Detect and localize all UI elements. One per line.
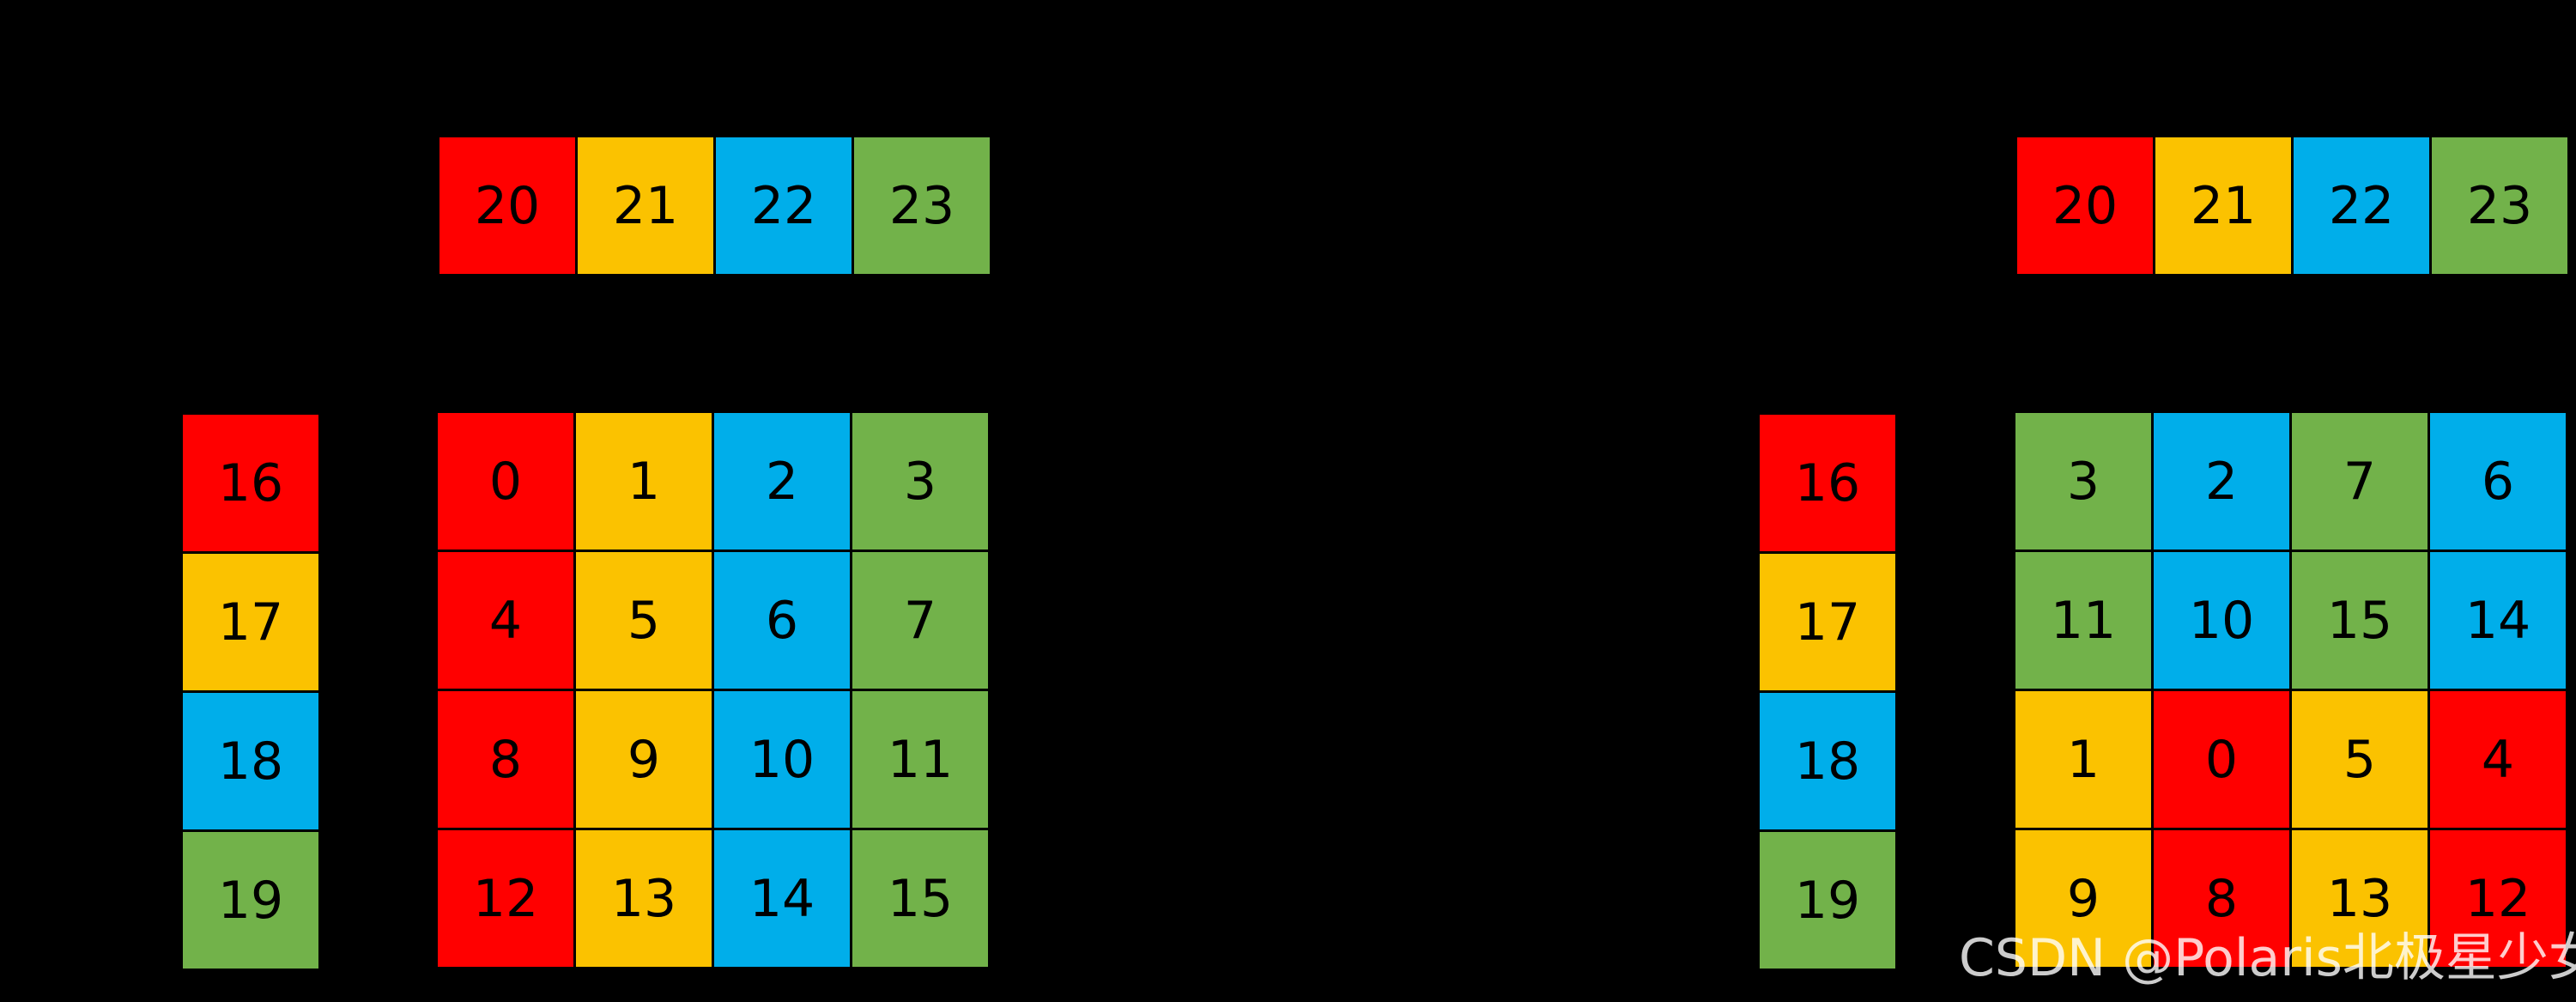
grid-cell: 13 xyxy=(576,830,712,967)
grid-cell: 20 xyxy=(2017,137,2153,274)
grid-cell: 18 xyxy=(1760,693,1895,829)
grid-cell: 2 xyxy=(2154,413,2289,550)
grid-cell: 8 xyxy=(2154,830,2289,967)
grid-cell: 23 xyxy=(2432,137,2567,274)
grid-cell: 17 xyxy=(183,554,318,690)
grid-cell: 4 xyxy=(438,552,573,689)
grid-cell: 12 xyxy=(438,830,573,967)
grid-cell: 20 xyxy=(439,137,575,274)
grid-cell: 7 xyxy=(2292,413,2428,550)
grid-cell: 23 xyxy=(854,137,990,274)
grid-cell: 3 xyxy=(2015,413,2151,550)
grid-cell: 19 xyxy=(183,832,318,969)
grid-cell: 0 xyxy=(438,413,573,550)
grid-cell: 21 xyxy=(578,137,713,274)
grid-cell: 0 xyxy=(2154,691,2289,828)
grid-cell: 19 xyxy=(1760,832,1895,969)
grid-cell: 6 xyxy=(714,552,850,689)
grid-cell: 21 xyxy=(2155,137,2291,274)
grid-cell: 13 xyxy=(2292,830,2428,967)
grid-cell: 18 xyxy=(183,693,318,829)
grid-cell: 6 xyxy=(2430,413,2566,550)
grid-cell: 9 xyxy=(576,691,712,828)
grid-cell: 15 xyxy=(2292,552,2428,689)
grid-cell: 15 xyxy=(852,830,988,967)
grid-cell: 10 xyxy=(2154,552,2289,689)
grid-cell: 11 xyxy=(2015,552,2151,689)
grid-cell: 17 xyxy=(1760,554,1895,690)
grid-cell: 4 xyxy=(2430,691,2566,828)
grid-cell: 10 xyxy=(714,691,850,828)
grid-cell: 5 xyxy=(576,552,712,689)
grid-cell: 7 xyxy=(852,552,988,689)
grid-cell: 1 xyxy=(576,413,712,550)
grid-cell: 12 xyxy=(2430,830,2566,967)
grid-cell: 2 xyxy=(714,413,850,550)
grid-cell: 9 xyxy=(2015,830,2151,967)
grid-cell: 16 xyxy=(183,415,318,551)
grid-cell: 14 xyxy=(2430,552,2566,689)
grid-cell: 5 xyxy=(2292,691,2428,828)
grid-cell: 22 xyxy=(716,137,852,274)
grid-cell: 3 xyxy=(852,413,988,550)
grid-cell: 11 xyxy=(852,691,988,828)
grid-cell: 8 xyxy=(438,691,573,828)
grid-cell: 22 xyxy=(2294,137,2429,274)
grid-cell: 16 xyxy=(1760,415,1895,551)
grid-cell: 1 xyxy=(2015,691,2151,828)
grid-cell: 14 xyxy=(714,830,850,967)
